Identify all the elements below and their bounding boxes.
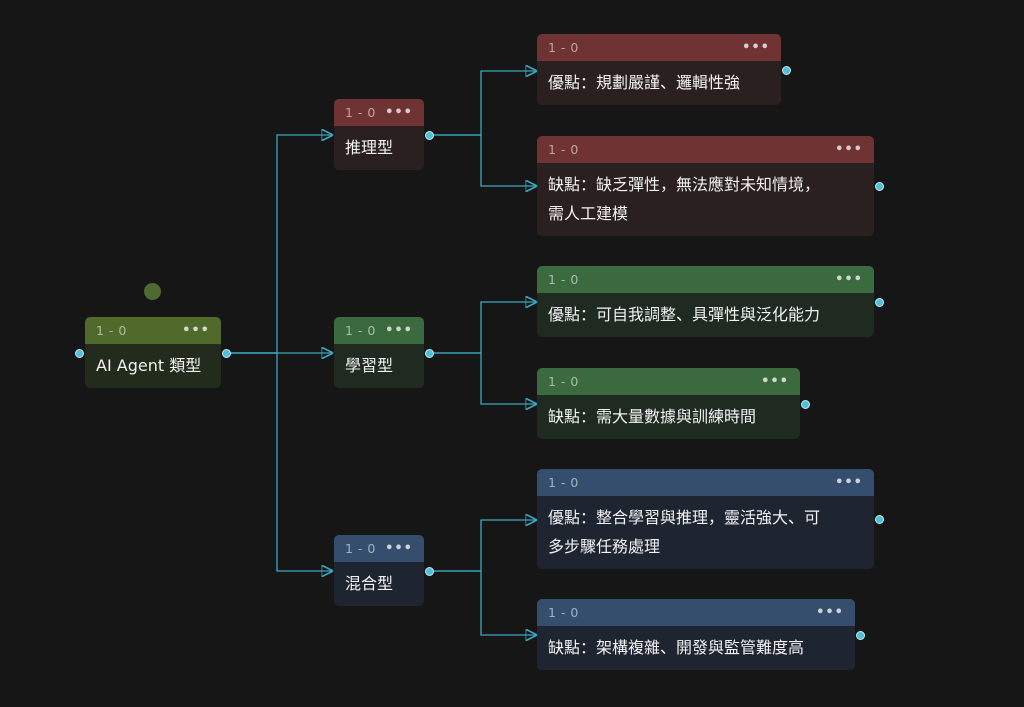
node-index: 1 - 0	[345, 541, 376, 556]
node-label: 推理型	[334, 126, 424, 170]
edge-learning-pro	[428, 302, 536, 354]
root-node[interactable]: 1 - 0 ••• AI Agent 類型	[75, 317, 231, 388]
output-port[interactable]	[875, 182, 884, 191]
node-text: 優點：整合學習與推理，靈活強大、可 多步驟任務處理	[537, 496, 874, 569]
node-text: 缺點：需大量數據與訓練時間	[537, 395, 800, 439]
output-port[interactable]	[222, 349, 231, 358]
node-header: 1 - 0 •••	[334, 99, 424, 126]
node-index: 1 - 0	[548, 40, 579, 55]
node-header: 1 - 0 •••	[334, 535, 424, 562]
node-header: 1 - 0 •••	[537, 266, 874, 293]
edge-reasoning-pro	[428, 71, 536, 136]
more-options-icon[interactable]: •••	[835, 475, 863, 490]
output-port[interactable]	[425, 567, 434, 576]
leaf-node-hybrid-pro[interactable]: 1 - 0 ••• 優點：整合學習與推理，靈活強大、可 多步驟任務處理	[537, 469, 884, 569]
more-options-icon[interactable]: •••	[385, 105, 413, 120]
leaf-node-learning-pro[interactable]: 1 - 0 ••• 優點：可自我調整、具彈性與泛化能力	[537, 266, 884, 337]
node-index: 1 - 0	[548, 272, 579, 287]
output-port[interactable]	[875, 298, 884, 307]
more-options-icon[interactable]: •••	[182, 323, 210, 338]
leaf-node-reasoning-con[interactable]: 1 - 0 ••• 缺點：缺乏彈性，無法應對未知情境， 需人工建模	[537, 136, 884, 236]
edge-root-reasoning	[226, 135, 332, 354]
node-index: 1 - 0	[345, 323, 376, 338]
category-node-learning[interactable]: 1 - 0 ••• 學習型	[334, 317, 434, 388]
more-options-icon[interactable]: •••	[761, 374, 789, 389]
output-port[interactable]	[875, 515, 884, 524]
node-text-line: 缺點：架構複雜、開發與監管難度高	[548, 638, 805, 657]
output-port[interactable]	[856, 631, 865, 640]
more-options-icon[interactable]: •••	[835, 272, 863, 287]
node-header: 1 - 0 •••	[537, 136, 874, 163]
node-text-line: 優點：可自我調整、具彈性與泛化能力	[548, 305, 821, 324]
more-options-icon[interactable]: •••	[385, 323, 413, 338]
leaf-node-learning-con[interactable]: 1 - 0 ••• 缺點：需大量數據與訓練時間	[537, 368, 810, 439]
node-header: 1 - 0 •••	[537, 469, 874, 496]
node-text-line: 優點：整合學習與推理，靈活強大、可	[548, 508, 821, 527]
more-options-icon[interactable]: •••	[742, 40, 770, 55]
node-index: 1 - 0	[96, 323, 127, 338]
node-text-line: 需人工建模	[548, 204, 629, 223]
more-options-icon[interactable]: •••	[385, 541, 413, 556]
edge-hybrid-con	[428, 570, 536, 635]
edge-root-hybrid	[226, 352, 332, 571]
node-label: 學習型	[334, 344, 424, 388]
edge-learning-con	[428, 352, 536, 404]
node-text: 缺點：缺乏彈性，無法應對未知情境， 需人工建模	[537, 163, 874, 236]
node-index: 1 - 0	[548, 374, 579, 389]
node-text-line: 缺點：缺乏彈性，無法應對未知情境，	[548, 175, 821, 194]
node-text: 優點：可自我調整、具彈性與泛化能力	[537, 293, 874, 337]
node-text: 優點：規劃嚴謹、邏輯性強	[537, 61, 781, 105]
node-header: 1 - 0 •••	[537, 34, 781, 61]
leaf-node-hybrid-con[interactable]: 1 - 0 ••• 缺點：架構複雜、開發與監管難度高	[537, 599, 865, 670]
node-index: 1 - 0	[548, 475, 579, 490]
node-text-line: 缺點：需大量數據與訓練時間	[548, 407, 757, 426]
node-text: 缺點：架構複雜、開發與監管難度高	[537, 626, 855, 670]
category-node-hybrid[interactable]: 1 - 0 ••• 混合型	[334, 535, 434, 606]
node-index: 1 - 0	[548, 142, 579, 157]
category-node-reasoning[interactable]: 1 - 0 ••• 推理型	[334, 99, 434, 170]
more-options-icon[interactable]: •••	[816, 605, 844, 620]
leaf-node-reasoning-pro[interactable]: 1 - 0 ••• 優點：規劃嚴謹、邏輯性強	[537, 34, 791, 105]
node-header: 1 - 0 •••	[334, 317, 424, 344]
node-label: 混合型	[334, 562, 424, 606]
output-port[interactable]	[425, 131, 434, 140]
node-header: 1 - 0 •••	[537, 599, 855, 626]
output-port[interactable]	[801, 400, 810, 409]
collapse-toggle[interactable]	[144, 283, 161, 300]
node-header: 1 - 0 •••	[85, 317, 221, 344]
node-index: 1 - 0	[548, 605, 579, 620]
output-port[interactable]	[425, 349, 434, 358]
node-label: AI Agent 類型	[85, 344, 221, 388]
output-port[interactable]	[782, 66, 791, 75]
node-index: 1 - 0	[345, 105, 376, 120]
node-text-line: 多步驟任務處理	[548, 537, 661, 556]
edge-reasoning-con	[428, 134, 536, 186]
node-header: 1 - 0 •••	[537, 368, 800, 395]
node-text-line: 優點：規劃嚴謹、邏輯性強	[548, 73, 741, 92]
input-port[interactable]	[75, 349, 84, 358]
more-options-icon[interactable]: •••	[835, 142, 863, 157]
edge-hybrid-pro	[428, 520, 536, 572]
